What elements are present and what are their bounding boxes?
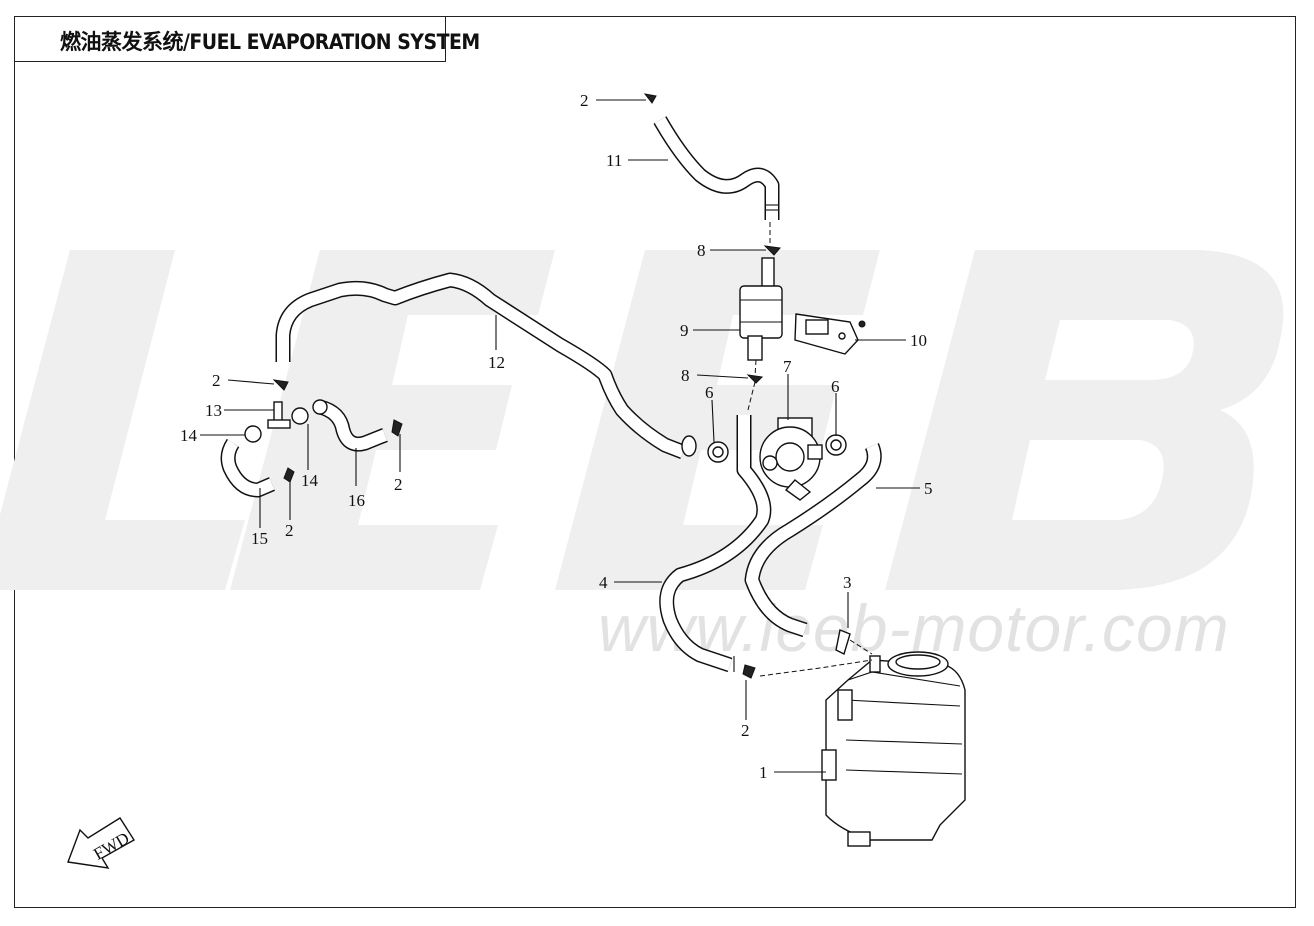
clamp-14-right [291, 407, 309, 425]
callout-2-bottom: 2 [741, 721, 750, 740]
callout-5: 5 [924, 479, 933, 498]
callout-14-left: 14 [180, 426, 198, 445]
page-title: 燃油蒸发系统/FUEL EVAPORATION SYSTEM [60, 30, 480, 54]
callout-2-left: 2 [212, 371, 221, 390]
callout-14-right: 14 [301, 471, 319, 490]
hose-4 [659, 415, 772, 673]
callout-4: 4 [599, 573, 608, 592]
fitting-13 [267, 401, 291, 429]
title-block [14, 16, 446, 62]
callout-10: 10 [910, 331, 927, 350]
callout-9: 9 [680, 321, 689, 340]
bracket-10 [794, 313, 866, 355]
hose-15 [220, 438, 275, 498]
callout-2-right: 2 [394, 475, 403, 494]
callout-16: 16 [348, 491, 365, 510]
hose-12 [275, 272, 697, 459]
hose-5 [744, 443, 882, 638]
hose-16 [312, 399, 388, 452]
clamp-14-left [244, 425, 262, 443]
leader-lines [200, 99, 920, 773]
callout-6-left: 6 [705, 383, 714, 402]
callout-7: 7 [783, 357, 792, 376]
small-clips [272, 93, 851, 679]
callout-2-top: 2 [580, 91, 589, 110]
callout-3: 3 [843, 573, 852, 592]
canister-1 [821, 651, 966, 847]
filter-9 [739, 257, 783, 361]
callout-11: 11 [606, 151, 622, 170]
hose-11 [653, 116, 780, 220]
callout-15: 15 [251, 529, 268, 548]
callout-1: 1 [759, 763, 768, 782]
callout-8-top: 8 [697, 241, 706, 260]
callout-6-right: 6 [831, 377, 840, 396]
callout-12: 12 [488, 353, 505, 372]
fwd-arrow-icon: FWD [67, 817, 135, 869]
solenoid-7 [759, 417, 823, 501]
callout-8-mid: 8 [681, 366, 690, 385]
callout-2-bottom-left: 2 [285, 521, 294, 540]
callout-13: 13 [205, 401, 222, 420]
